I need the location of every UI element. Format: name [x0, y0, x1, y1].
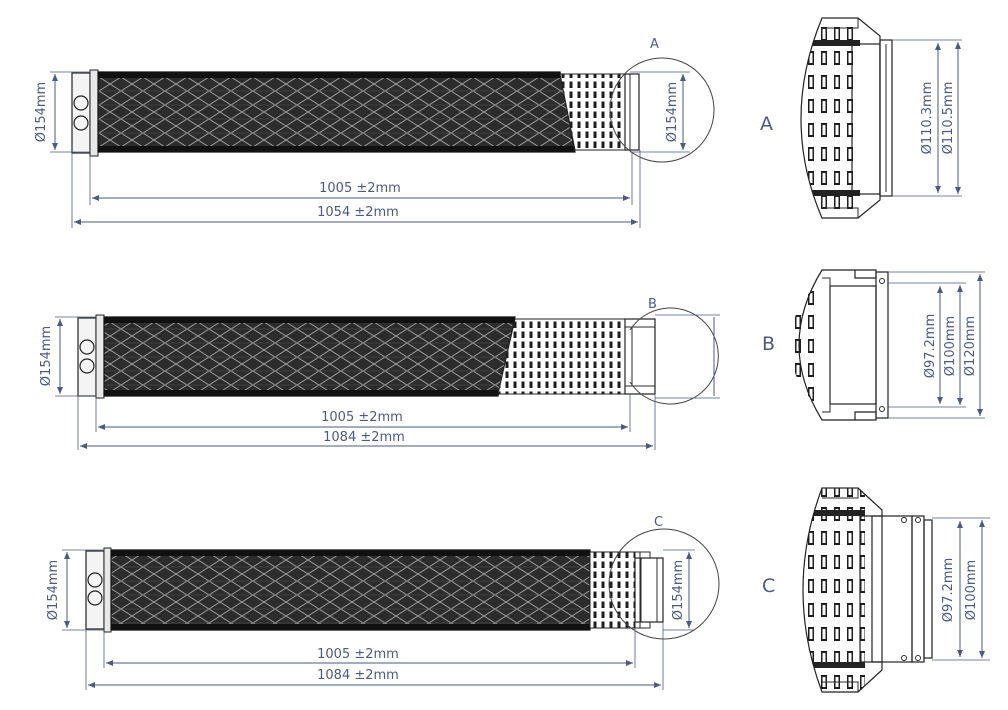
detail-label-c: C: [762, 575, 775, 597]
end-cap-c: [85, 550, 105, 630]
detail-body-c: [871, 515, 913, 663]
cap-hole-icon: [73, 115, 89, 131]
dim-diameter-left-b: Ø154mm: [39, 326, 54, 386]
detail-flange-b: [875, 271, 889, 419]
detail-view-c: C Ø97.2mm Ø100mm: [762, 487, 990, 693]
cartridge-view-c: C Ø154mm Ø154mm 1005 ±2mm 1084 ±2mm: [46, 515, 720, 690]
pleated-body-b: [103, 316, 516, 397]
callout-circle-a: [609, 57, 715, 163]
dim-length-inner-a: 1005 ±2mm: [319, 181, 401, 196]
dim-diameter-right-a: Ø154mm: [665, 82, 680, 142]
detail-a-dim-1: Ø110.5mm: [941, 82, 956, 155]
dim-length-outer-a: 1054 ±2mm: [317, 205, 399, 220]
cap-hole-icon: [87, 572, 103, 588]
detail-view-a: A Ø110.3mm Ø110.5mm: [760, 17, 962, 219]
detail-b-dim-0: Ø97.2mm: [923, 314, 938, 379]
dim-diameter-right-c: Ø154mm: [671, 560, 686, 620]
detail-b-dim-2: Ø120mm: [963, 316, 978, 376]
callout-label-b: B: [648, 297, 657, 312]
detail-view-b: B Ø97.2mm Ø100mm Ø120mm: [762, 269, 985, 421]
callout-label-a: A: [650, 37, 659, 52]
end-cap-b: [77, 317, 97, 397]
cartridge-view-a: A Ø154mm Ø154mm 1005 ±2mm 1054 ±2mm: [34, 37, 715, 228]
cap-hole-icon: [87, 590, 103, 606]
cap-hole-icon: [79, 339, 95, 355]
outlet-c: [634, 557, 664, 623]
flange-c: [103, 547, 112, 633]
callout-circle-b: [629, 307, 719, 405]
callout-circle-c: [608, 528, 720, 640]
flange-a: [89, 69, 99, 157]
dim-length-outer-c: 1084 ±2mm: [317, 668, 399, 683]
outlet-a: [624, 73, 640, 151]
detail-label-a: A: [760, 113, 773, 135]
detail-c-dim-0: Ø97.2mm: [941, 558, 956, 623]
dim-length-inner-c: 1005 ±2mm: [317, 647, 399, 662]
flange-b: [95, 314, 105, 399]
end-cap-a: [71, 72, 91, 154]
cap-hole-icon: [73, 95, 89, 111]
detail-flange-c: [923, 519, 933, 659]
dim-length-inner-b: 1005 ±2mm: [321, 410, 403, 425]
dim-length-outer-b: 1084 ±2mm: [323, 430, 405, 445]
cap-hole-icon: [79, 358, 95, 374]
detail-a-dim-0: Ø110.3mm: [920, 82, 935, 155]
detail-label-b: B: [762, 333, 775, 355]
dim-diameter-left-c: Ø154mm: [46, 560, 61, 620]
slotted-core-b: [497, 318, 626, 395]
dim-diameter-left-a: Ø154mm: [34, 82, 49, 142]
callout-label-c: C: [654, 515, 663, 530]
cartridge-view-b: B Ø154mm 1005 ±2mm 1084 ±2mm: [39, 297, 720, 450]
detail-c-dim-1: Ø100mm: [964, 560, 979, 620]
pleated-body-c: [110, 549, 591, 631]
detail-flange-a: [879, 39, 893, 197]
pleated-body-a: [97, 71, 576, 153]
outlet-b: [624, 318, 656, 395]
detail-b-dim-1: Ø100mm: [943, 316, 958, 376]
